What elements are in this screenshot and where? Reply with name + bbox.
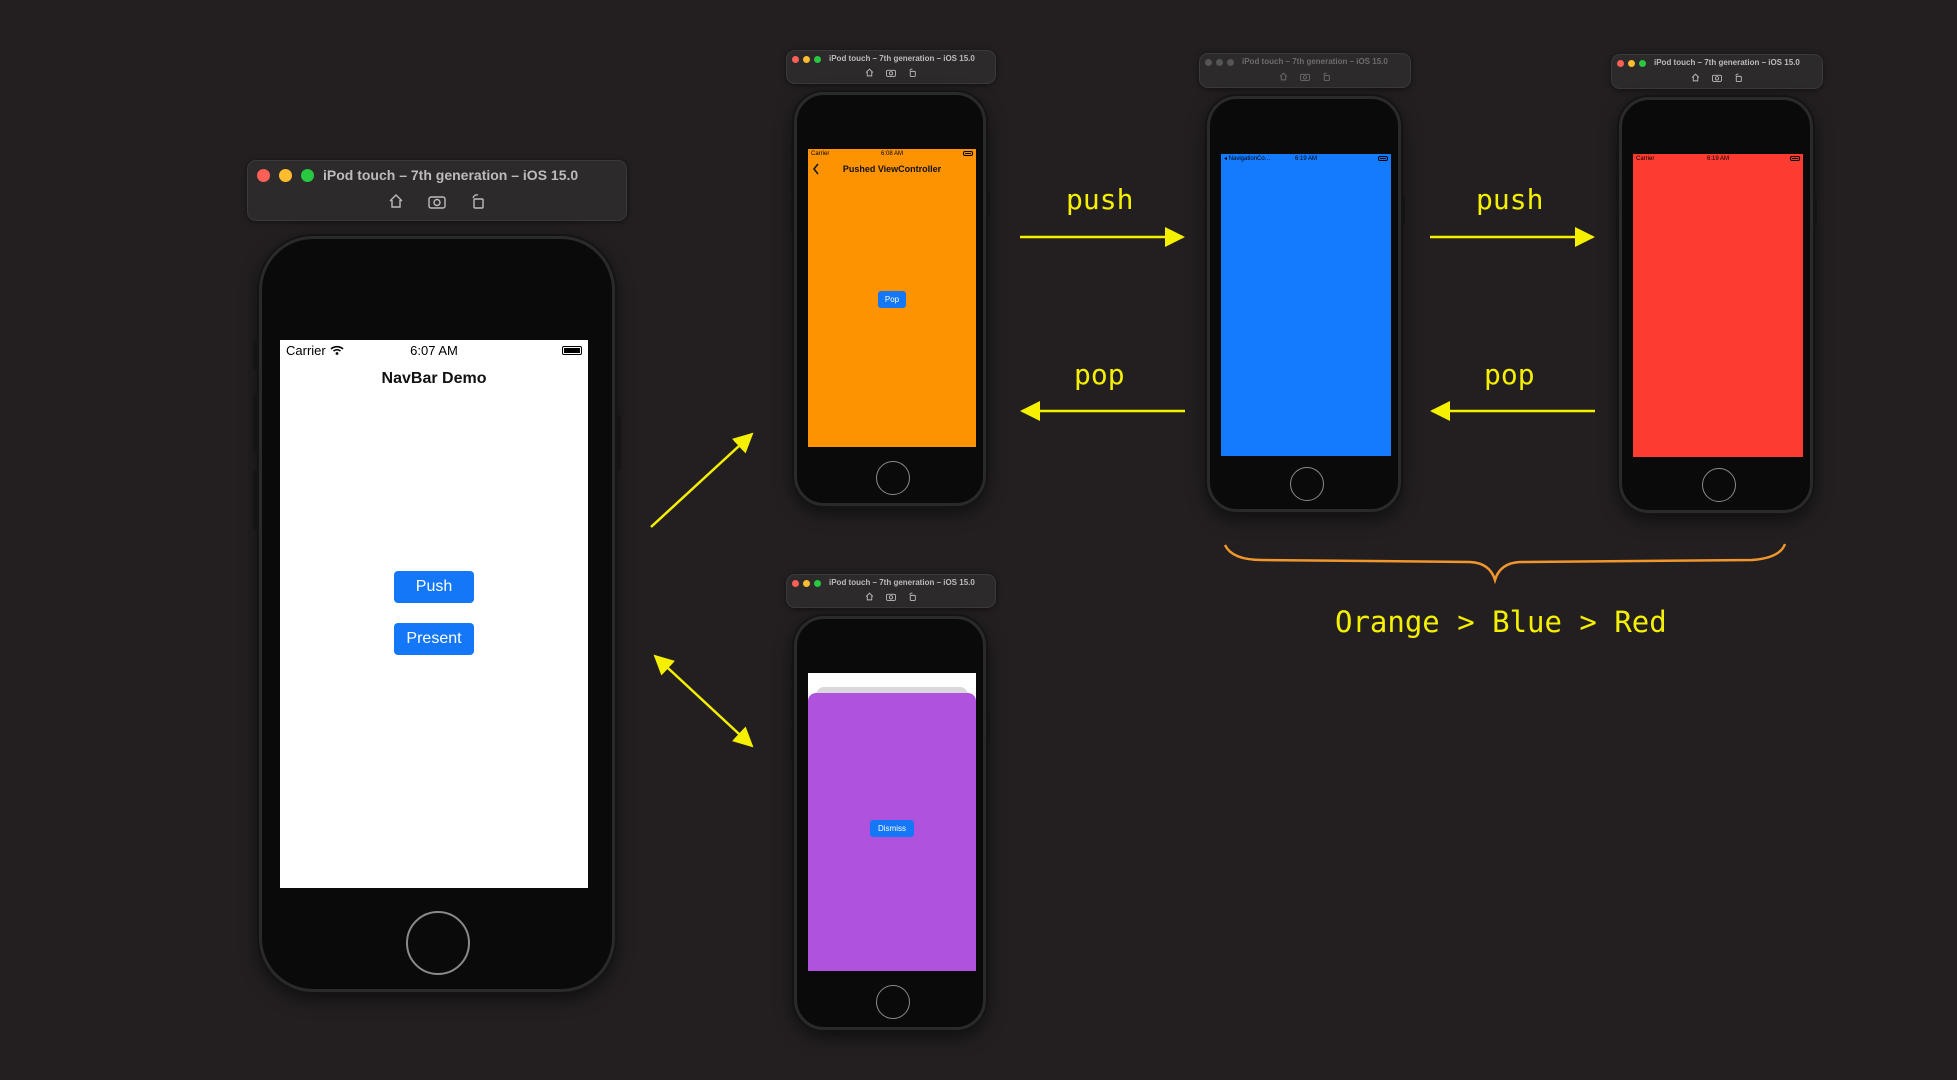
home-button[interactable] [1290, 467, 1324, 501]
status-carrier: Carrier [811, 150, 830, 157]
zoom-window-button[interactable] [301, 169, 314, 182]
orange-screen: Carrier 6:08 AM Pushed ViewController Po… [808, 149, 976, 447]
blue-simulator: iPod touch – 7th generation – iOS 15.0 ◂… [1199, 53, 1411, 515]
pop-label-2: pop [1484, 358, 1535, 391]
battery-icon [963, 151, 973, 156]
back-chevron-icon[interactable] [812, 163, 820, 175]
minimize-window-button[interactable] [1216, 59, 1223, 66]
phone-body: Dismiss [794, 616, 986, 1030]
nav-title: NavBar Demo [381, 370, 487, 387]
rotate-icon[interactable] [1322, 72, 1331, 81]
status-time: 6:19 AM [1294, 155, 1317, 162]
zoom-window-button[interactable] [1227, 59, 1234, 66]
simulator-title: iPod touch – 7th generation – iOS 15.0 [1654, 58, 1800, 67]
presented-screen: Dismiss [808, 673, 976, 971]
phone-body: Carrier 6:07 AM NavBar Demo Push Present [259, 236, 615, 992]
status-bar: Carrier 6:19 AM [1633, 154, 1803, 163]
red-simulator: iPod touch – 7th generation – iOS 15.0 C… [1611, 54, 1823, 516]
home-icon[interactable] [865, 68, 874, 77]
home-icon[interactable] [388, 193, 404, 209]
rotate-icon[interactable] [908, 68, 917, 77]
battery-icon [1790, 156, 1800, 161]
phone-body: Carrier 6:19 AM [1619, 97, 1813, 513]
wifi-icon [330, 345, 344, 355]
home-button[interactable] [1702, 468, 1736, 502]
home-icon[interactable] [865, 592, 874, 601]
main-simulator: iPod touch – 7th generation – iOS 15.0 C… [247, 160, 627, 1000]
status-time: 6:19 AM [1706, 155, 1729, 162]
screenshot-icon[interactable] [428, 193, 446, 209]
close-window-button[interactable] [1617, 60, 1624, 67]
close-window-button[interactable] [1205, 59, 1212, 66]
home-button[interactable] [876, 985, 910, 1019]
purple-sheet: Dismiss [808, 693, 976, 971]
battery-icon [1378, 156, 1388, 161]
screenshot-icon[interactable] [1712, 73, 1722, 82]
present-arrow-to-purple [653, 654, 754, 748]
rotate-icon[interactable] [1734, 73, 1743, 82]
rotate-icon[interactable] [470, 193, 486, 209]
close-window-button[interactable] [792, 580, 799, 587]
status-time: 6:07 AM [410, 342, 458, 358]
simulator-title-bar: iPod touch – 7th generation – iOS 15.0 [247, 160, 627, 221]
stack-brace [1223, 543, 1787, 585]
screenshot-icon[interactable] [886, 592, 896, 601]
simulator-title: iPod touch – 7th generation – iOS 15.0 [323, 167, 579, 183]
phone-body: ◂ NavigationCo… 6:19 AM [1207, 96, 1401, 512]
minimize-window-button[interactable] [279, 169, 292, 182]
blue-screen: ◂ NavigationCo… 6:19 AM [1221, 154, 1391, 456]
rotate-icon[interactable] [908, 592, 917, 601]
home-button[interactable] [406, 911, 470, 975]
screenshot-icon[interactable] [1300, 72, 1310, 81]
pop-label-1: pop [1074, 358, 1125, 391]
home-icon[interactable] [1691, 73, 1700, 82]
screenshot-icon[interactable] [886, 68, 896, 77]
simulator-title-bar: iPod touch – 7th generation – iOS 15.0 [1611, 54, 1823, 89]
status-bar: Carrier 6:08 AM [808, 149, 976, 158]
zoom-window-button[interactable] [814, 56, 821, 63]
status-time: 6:08 AM [880, 150, 903, 157]
minimize-window-button[interactable] [1628, 60, 1635, 67]
battery-icon [562, 345, 582, 355]
simulator-title: iPod touch – 7th generation – iOS 15.0 [829, 578, 975, 587]
status-bar: ◂ NavigationCo… 6:19 AM [1221, 154, 1391, 163]
simulator-title-bar: iPod touch – 7th generation – iOS 15.0 [1199, 53, 1411, 88]
purple-simulator: iPod touch – 7th generation – iOS 15.0 D… [786, 574, 996, 1034]
dismiss-button[interactable]: Dismiss [870, 820, 914, 837]
push-arrow-to-orange [650, 432, 754, 528]
stack-order-label: Orange > Blue > Red [1335, 605, 1667, 639]
status-carrier: ◂ NavigationCo… [1224, 156, 1271, 162]
close-window-button[interactable] [257, 169, 270, 182]
minimize-window-button[interactable] [803, 580, 810, 587]
home-icon[interactable] [1279, 72, 1288, 81]
zoom-window-button[interactable] [814, 580, 821, 587]
simulator-title-bar: iPod touch – 7th generation – iOS 15.0 [786, 50, 996, 84]
close-window-button[interactable] [792, 56, 799, 63]
phone-body: Carrier 6:08 AM Pushed ViewController Po… [794, 92, 986, 506]
push-label-2: push [1476, 183, 1544, 216]
zoom-window-button[interactable] [1639, 60, 1646, 67]
minimize-window-button[interactable] [803, 56, 810, 63]
pop-button[interactable]: Pop [878, 291, 906, 308]
simulator-title: iPod touch – 7th generation – iOS 15.0 [829, 54, 975, 63]
status-carrier: Carrier [1636, 155, 1655, 162]
push-label-1: push [1066, 183, 1134, 216]
red-screen: Carrier 6:19 AM [1633, 154, 1803, 457]
status-bar: Carrier 6:07 AM [280, 340, 588, 360]
push-button[interactable]: Push [394, 571, 474, 603]
nav-title: Pushed ViewController [842, 164, 942, 174]
simulator-title-bar: iPod touch – 7th generation – iOS 15.0 [786, 574, 996, 608]
status-carrier: Carrier [286, 343, 344, 358]
orange-simulator: iPod touch – 7th generation – iOS 15.0 C… [786, 50, 996, 510]
main-screen: Carrier 6:07 AM NavBar Demo Push Present [280, 340, 588, 888]
home-button[interactable] [876, 461, 910, 495]
present-button[interactable]: Present [394, 623, 474, 655]
simulator-title: iPod touch – 7th generation – iOS 15.0 [1242, 57, 1388, 66]
